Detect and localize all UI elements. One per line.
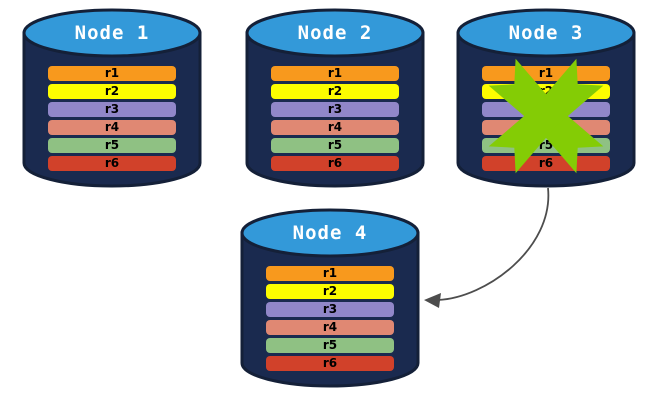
node-2-row-list: r1 r2 r3 r4 r5 r6 [245,66,425,174]
cylinder-top-ellipse [22,8,202,58]
node-4-row-r5[interactable]: r5 [266,338,394,353]
node-2-row-r5[interactable]: r5 [271,138,399,153]
node-4-row-list: r1 r2 r3 r4 r5 r6 [240,266,420,374]
node-1-row-r1[interactable]: r1 [48,66,176,81]
node-3-row-r2[interactable]: r2 [482,84,610,99]
node-1-row-r2[interactable]: r2 [48,84,176,99]
node-2-row-r4[interactable]: r4 [271,120,399,135]
node-3-row-r1[interactable]: r1 [482,66,610,81]
cylinder-top-ellipse [456,8,636,58]
node-2-row-r1[interactable]: r1 [271,66,399,81]
arrow-curve [437,187,550,301]
node-1-row-r6[interactable]: r6 [48,156,176,171]
node-1-row-list: r1 r2 r3 r4 r5 r6 [22,66,202,174]
node-3-row-r5[interactable]: r5 [482,138,610,153]
node-1-row-r4[interactable]: r4 [48,120,176,135]
node-1-row-r5[interactable]: r5 [48,138,176,153]
node-2-row-r6[interactable]: r6 [271,156,399,171]
node-3-row-r4[interactable]: r4 [482,120,610,135]
node-2-row-r2[interactable]: r2 [271,84,399,99]
node-2-row-r3[interactable]: r3 [271,102,399,117]
cylinder-top-ellipse [240,208,420,258]
node-4-row-r3[interactable]: r3 [266,302,394,317]
cylinder-top-ellipse [245,8,425,58]
node-3-row-r3[interactable]: r3 [482,102,610,117]
node-3-row-list: r1 r2 r3 r4 r5 r6 [456,66,636,174]
node-4-row-r6[interactable]: r6 [266,356,394,371]
node-4-row-r4[interactable]: r4 [266,320,394,335]
node-3-row-r6[interactable]: r6 [482,156,610,171]
node-4-row-r1[interactable]: r1 [266,266,394,281]
arrow-head [424,293,441,308]
node-1-row-r3[interactable]: r3 [48,102,176,117]
node-4-row-r2[interactable]: r2 [266,284,394,299]
